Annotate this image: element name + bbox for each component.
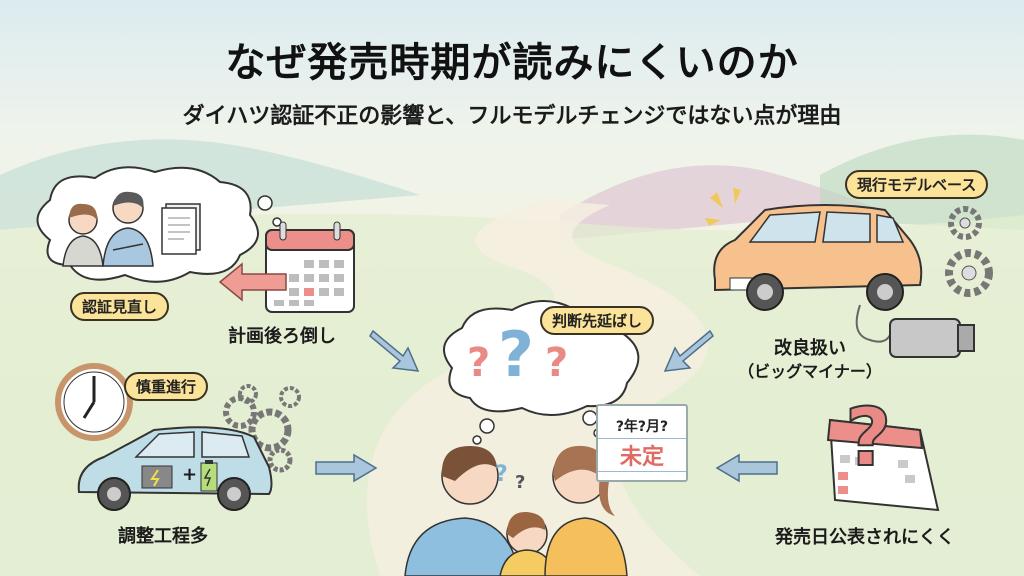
careful-progress-label: 慎重進行: [124, 372, 209, 401]
calendar-sign-date: ?年?月?: [615, 419, 669, 435]
orange-car-icon: [713, 204, 923, 311]
current-model-base-label: 現行モデルベース: [845, 170, 989, 199]
back-arrow-icon: [218, 262, 287, 302]
calendar-sign-undecided: 未定: [598, 438, 686, 472]
motor-icon: [855, 304, 975, 358]
plan-postponed-caption: 計画後ろ倒し: [228, 326, 336, 347]
flow-arrow-icon: [315, 453, 378, 483]
many-adjustments-caption: 調整工程多: [118, 526, 208, 547]
question-calendar-icon: [826, 418, 940, 512]
decision-delayed-label: 判断先延ばし: [540, 306, 655, 335]
clock-icon: [55, 363, 133, 441]
flow-arrow-icon: [715, 453, 778, 483]
gear-icon: [945, 206, 993, 297]
flow-arrow-icon: [369, 329, 420, 372]
calendar-icon: [265, 221, 355, 313]
question-mark-icon: ?: [467, 340, 491, 386]
question-mark-icon: ?: [844, 391, 892, 484]
engine-icon: [141, 465, 173, 489]
blue-hybrid-car-icon: [77, 426, 273, 511]
question-mark-icon: ?: [545, 340, 569, 386]
release-date-unannounced-caption: 発売日公表されにくく: [775, 527, 955, 548]
battery-icon: [200, 460, 218, 492]
flow-arrow-icon: [663, 329, 714, 372]
page-title: なぜ発売時期が読みにくいのか: [225, 40, 799, 86]
question-mark-icon: ?: [498, 318, 534, 391]
undecided-calendar-sign: ?年?月? 未定: [596, 404, 688, 482]
question-mark-icon: ?: [495, 462, 508, 487]
improvement-caption-line2: （ビッグマイナー）: [738, 362, 882, 381]
plus-icon: +: [182, 464, 198, 485]
question-mark-icon: ?: [515, 472, 526, 493]
worried-staff-icon: [62, 191, 154, 267]
gear-icon: [223, 384, 301, 473]
improvement-caption-line1: 改良扱い: [774, 338, 846, 359]
certification-review-label: 認証見直し: [70, 292, 170, 321]
document-icon: [161, 203, 201, 255]
page-subtitle: ダイハツ認証不正の影響と、フルモデルチェンジではない点が理由: [182, 104, 842, 129]
sparkle-lines-icon: [705, 188, 741, 226]
